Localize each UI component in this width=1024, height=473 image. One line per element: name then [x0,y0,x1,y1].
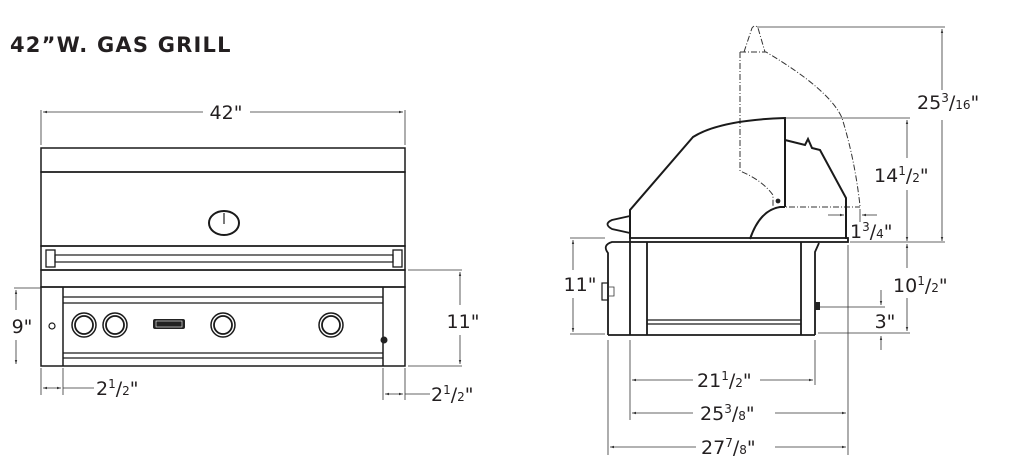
side-clearance-label: 13/4" [850,220,893,243]
burner-knob-icon [102,312,128,338]
hood-top [40,147,406,173]
front-right-height-label: 11" [447,311,480,333]
depth-label-3: 277/8" [701,436,756,459]
control-panel [48,296,388,359]
side-right-height-label: 101/2" [893,274,948,297]
side-hood-height-label: 141/2" [874,164,929,187]
side-view: 253/16" 141/2" 13/4" 11" 101/2" 3" [564,25,979,459]
depth-label-1: 211/2" [697,369,752,392]
page-title: 42”W. GAS GRILL [10,33,232,57]
logo-badge-icon [153,319,185,329]
side-total-height-label: 253/16" [917,91,979,114]
electrical-port-icon [815,302,820,310]
closed-hood [606,116,847,240]
burner-knob-icon [71,312,97,338]
side-port-height-label: 3" [875,311,896,333]
gas-connector-icon [601,282,615,301]
front-view: 42" [12,102,480,406]
thermometer-icon [208,210,240,236]
grill-base [601,241,820,336]
front-width-label: 42" [210,102,243,124]
igniter-icon [48,322,56,330]
front-right-inset-label: 21/2" [431,383,474,406]
light-switch-icon [380,336,388,344]
side-left-height-label: 11" [564,274,597,296]
depth-label-2: 253/8" [700,402,755,425]
front-left-height-label: 9" [12,316,33,338]
hood-handle [45,249,403,268]
front-left-inset-label: 21/2" [96,377,139,400]
open-hood-outline [739,25,861,208]
burner-knob-icon [318,312,344,338]
burner-knob-icon [210,312,236,338]
